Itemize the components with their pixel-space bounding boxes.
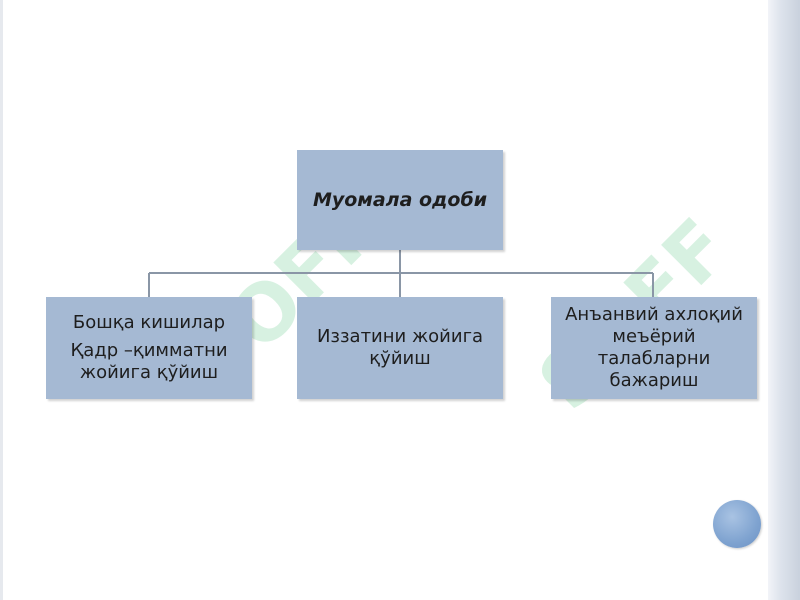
child-node-3: Анъанвий ахлоқий меъёрий талабларни бажа… (551, 297, 757, 399)
child-node-1-heading: Бошқа кишилар (72, 312, 226, 333)
child-node-3-text: Анъанвий ахлоқий меъёрий талабларни бажа… (565, 304, 743, 391)
child-node-2-text: Иззатини жойига қўйиш (316, 326, 484, 369)
child-node-1-text: Қадр –қимматни жойига қўйиш (70, 340, 228, 383)
child-node-2: Иззатини жойига қўйиш (297, 297, 503, 399)
child-node-1: Бошқа кишилар Қадр –қимматни жойига қўйи… (46, 297, 252, 399)
decorative-circle (713, 500, 761, 548)
root-node-label: Муомала одоби (312, 189, 488, 211)
root-node: Муомала одоби (297, 150, 503, 250)
slide-edge-panel (768, 0, 800, 600)
